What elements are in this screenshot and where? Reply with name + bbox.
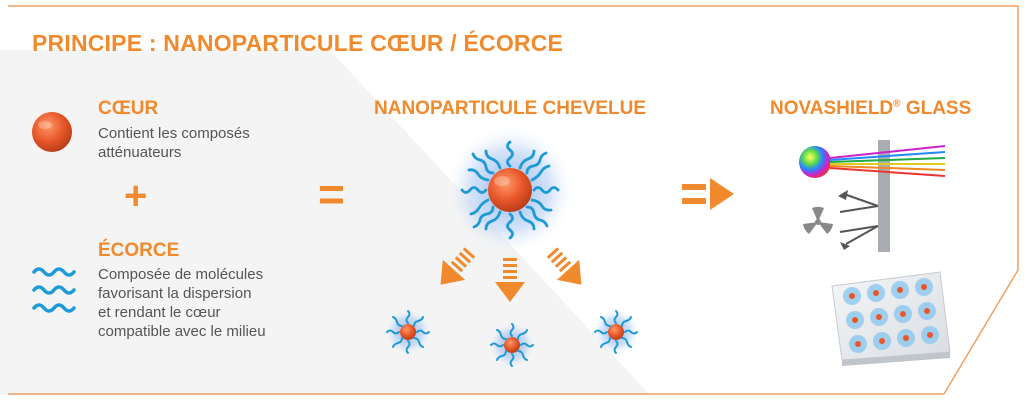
background-shape <box>0 50 650 395</box>
nanoparticle-heading: NANOPARTICULE CHEVELUE <box>374 98 646 119</box>
shell-heading: ÉCORCE <box>98 240 180 261</box>
radiation-reflection-diagram <box>803 190 879 250</box>
shell-description-line: compatible avec le milieu <box>98 323 266 340</box>
core-heading: CŒUR <box>98 98 159 119</box>
core-sphere-icon <box>32 112 72 152</box>
small-nanoparticle-icon <box>487 320 537 370</box>
implies-arrow-icon <box>682 178 734 210</box>
product-heading: NOVASHIELD® GLASS <box>770 98 971 120</box>
hairy-nanoparticle-icon <box>444 124 576 256</box>
registered-mark: ® <box>893 98 901 110</box>
frame-line <box>8 5 1019 395</box>
shell-wave-icon <box>32 267 76 313</box>
glass-block-icon <box>831 271 951 366</box>
core-description-line: atténuateurs <box>98 144 182 161</box>
shell-description-line: et rendant le cœur <box>98 304 221 321</box>
shell-description: Composée de molécules favorisant la disp… <box>98 265 266 341</box>
small-nanoparticle-icon <box>591 307 641 357</box>
equals-symbol: = <box>318 168 345 220</box>
shell-description-line: favorisant la dispersion <box>98 285 252 302</box>
product-heading-main: NOVASHIELD <box>770 98 894 119</box>
page-title: PRINCIPE : NANOPARTICULE CŒUR / ÉCORCE <box>32 30 564 56</box>
plus-symbol: + <box>124 174 148 218</box>
core-description: Contient les composés atténuateurs <box>98 124 250 162</box>
product-heading-rest: GLASS <box>900 98 972 119</box>
light-spectrum-diagram <box>799 140 946 252</box>
shell-description-line: Composée de molécules <box>98 266 264 283</box>
core-description-line: Contient les composés <box>98 125 250 142</box>
small-nanoparticle-icon <box>383 307 433 357</box>
